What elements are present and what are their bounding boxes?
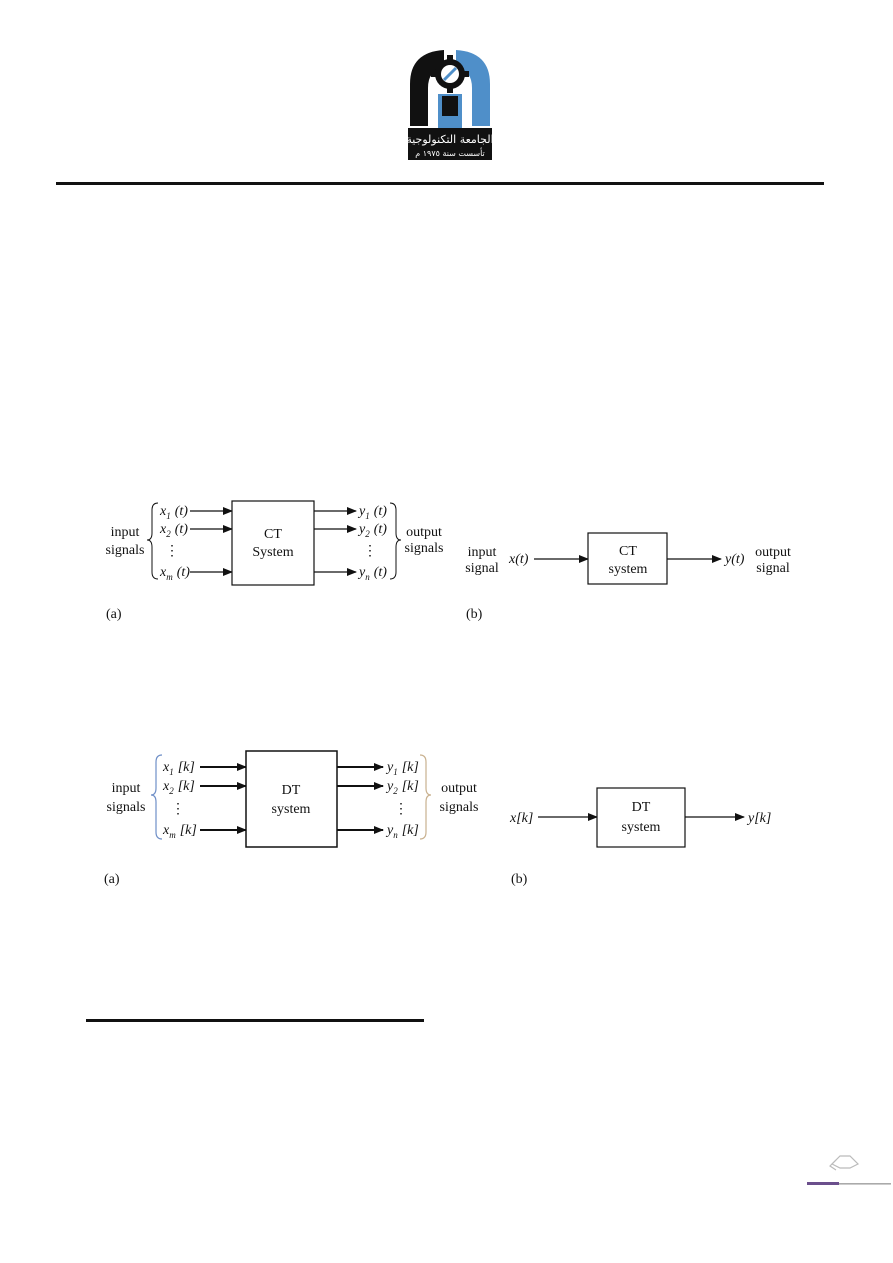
ct-box-label-2: System	[252, 545, 293, 560]
dt-box-label-2: system	[272, 802, 311, 817]
dt-single-io-figure: x[k] DT system y[k] (b)	[509, 787, 771, 887]
dt-input-ellipsis: ⋮	[171, 802, 185, 817]
ct-multi-caption: (a)	[106, 607, 122, 622]
ct-output-y2: y2(t)	[357, 522, 387, 539]
dt-output-yn: yn[k]	[385, 823, 419, 840]
page-corner-icon	[830, 1155, 860, 1169]
ct-input-x2: x2(t)	[159, 522, 188, 539]
dt-output-ellipsis: ⋮	[394, 802, 408, 817]
dt-system-box	[245, 750, 338, 848]
ct-single-input-label-2: signal	[465, 561, 499, 576]
ct-input-label-2: signals	[106, 543, 145, 558]
logo-arabic-name: الجامعة التكنولوجية	[406, 133, 493, 146]
dt-multi-caption: (a)	[104, 872, 120, 887]
ct-output-yn: yn(t)	[357, 565, 387, 582]
dt-output-label-2: signals	[440, 800, 479, 815]
dt-single-output-signal: y[k]	[746, 811, 771, 826]
dt-input-x1: x1[k]	[162, 760, 195, 777]
ct-single-input-label-1: input	[468, 545, 497, 560]
university-logo: الجامعة التكنولوجية تأسست سنة ١٩٧٥ م	[404, 44, 496, 162]
dt-single-system-box	[596, 787, 686, 848]
ct-single-io-figure: input signal x(t) CT system y(t) output …	[465, 532, 791, 622]
ct-single-box-label-1: CT	[619, 544, 637, 559]
dt-input-x2: x2[k]	[162, 779, 195, 796]
dt-multi-io-figure: input signals x1[k] x2[k] ⋮ xm[k] DT sys…	[104, 750, 479, 887]
ct-output-label-2: signals	[405, 541, 444, 556]
page-corner-badge	[806, 1150, 892, 1190]
dt-single-box-label-2: system	[622, 820, 661, 835]
ct-input-xm: xm(t)	[159, 565, 190, 582]
ct-box-label-1: CT	[264, 527, 282, 542]
ct-single-box-label-2: system	[609, 562, 648, 577]
ct-single-input-signal: x(t)	[508, 552, 529, 567]
ct-output-label-1: output	[406, 525, 442, 540]
dt-output-y1: y1[k]	[385, 760, 419, 777]
ct-input-ellipsis: ⋮	[165, 544, 179, 559]
dt-single-box-label-1: DT	[632, 800, 651, 815]
dt-single-caption: (b)	[511, 872, 528, 887]
logo-arabic-founded: تأسست سنة ١٩٧٥ م	[415, 147, 485, 158]
ct-single-output-label-2: signal	[756, 561, 790, 576]
dt-box-label-1: DT	[282, 783, 301, 798]
ct-input-label-1: input	[111, 525, 140, 540]
dt-input-xm: xm[k]	[162, 823, 197, 840]
dt-input-label-2: signals	[107, 800, 146, 815]
dt-output-y2: y2[k]	[385, 779, 419, 796]
dt-output-label-1: output	[441, 781, 477, 796]
ct-output-ellipsis: ⋮	[363, 544, 377, 559]
ct-output-y1: y1(t)	[357, 504, 387, 521]
dt-input-label-1: input	[112, 781, 141, 796]
ct-system-box	[231, 500, 315, 586]
header-divider	[56, 182, 824, 185]
dt-single-input-signal: x[k]	[509, 811, 533, 826]
ct-multi-io-figure: input signals x1(t) x2(t) ⋮ xm(t) CT Sys…	[106, 500, 444, 622]
ct-input-x1: x1(t)	[159, 504, 188, 521]
ct-single-output-label-1: output	[755, 545, 791, 560]
section-underline	[86, 1019, 424, 1022]
ct-single-caption: (b)	[466, 607, 483, 622]
ct-single-output-signal: y(t)	[723, 552, 745, 567]
